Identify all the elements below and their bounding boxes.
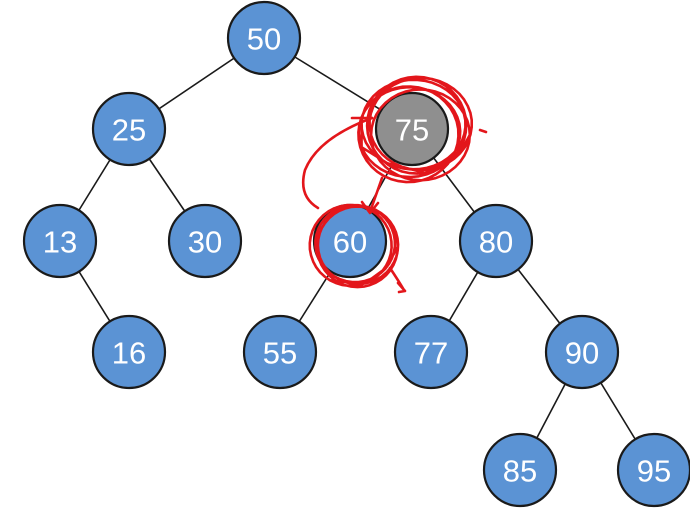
node-circle — [242, 314, 318, 390]
node-label: 60 — [333, 225, 367, 260]
node-label: 75 — [395, 113, 429, 148]
node-label: 55 — [263, 336, 297, 371]
node-circle — [458, 203, 534, 279]
node-circle — [22, 203, 98, 279]
node-label: 95 — [637, 454, 671, 489]
node-circle — [374, 91, 450, 167]
red-scribble-tick — [478, 128, 488, 134]
node-label: 77 — [414, 336, 448, 371]
node-label: 13 — [43, 225, 77, 260]
tree-node-95: 95 — [616, 432, 690, 508]
tree-node-13: 13 — [22, 203, 98, 279]
node-label: 16 — [112, 336, 146, 371]
tree-node-85: 85 — [482, 432, 558, 508]
node-circle — [482, 432, 558, 508]
hand-drawn-annotations — [301, 75, 488, 294]
node-circle — [91, 91, 167, 167]
tree-node-80: 80 — [458, 203, 534, 279]
node-circle — [91, 314, 167, 390]
tree-node-75: 75 — [374, 91, 450, 167]
red-arrow-head — [360, 176, 384, 215]
node-label: 50 — [247, 22, 281, 57]
node-circle — [616, 432, 690, 508]
tree-node-50: 50 — [226, 0, 302, 76]
node-label: 90 — [565, 336, 599, 371]
tree-node-30: 30 — [167, 203, 243, 279]
tree-node-90: 90 — [544, 314, 620, 390]
node-label: 30 — [188, 225, 222, 260]
tree-node-60: 60 — [312, 203, 388, 279]
node-circle — [226, 0, 302, 76]
node-label: 80 — [479, 225, 513, 260]
red-scribble-circle-60 — [308, 203, 400, 289]
tree-node-25: 25 — [91, 91, 167, 167]
tree-node-55: 55 — [242, 314, 318, 390]
node-label: 25 — [112, 113, 146, 148]
tree-node-16: 16 — [91, 314, 167, 390]
node-circle — [167, 203, 243, 279]
node-circle — [393, 314, 469, 390]
tree-nodes: 50 25 75 13 30 60 80 16 55 77 90 85 95 — [22, 0, 690, 508]
tree-node-77: 77 — [393, 314, 469, 390]
node-label: 85 — [503, 454, 537, 489]
node-circle — [544, 314, 620, 390]
red-arrow-curve — [301, 116, 374, 210]
red-scribble-tail-60 — [388, 266, 407, 294]
red-scribble-circle-75 — [357, 75, 473, 184]
